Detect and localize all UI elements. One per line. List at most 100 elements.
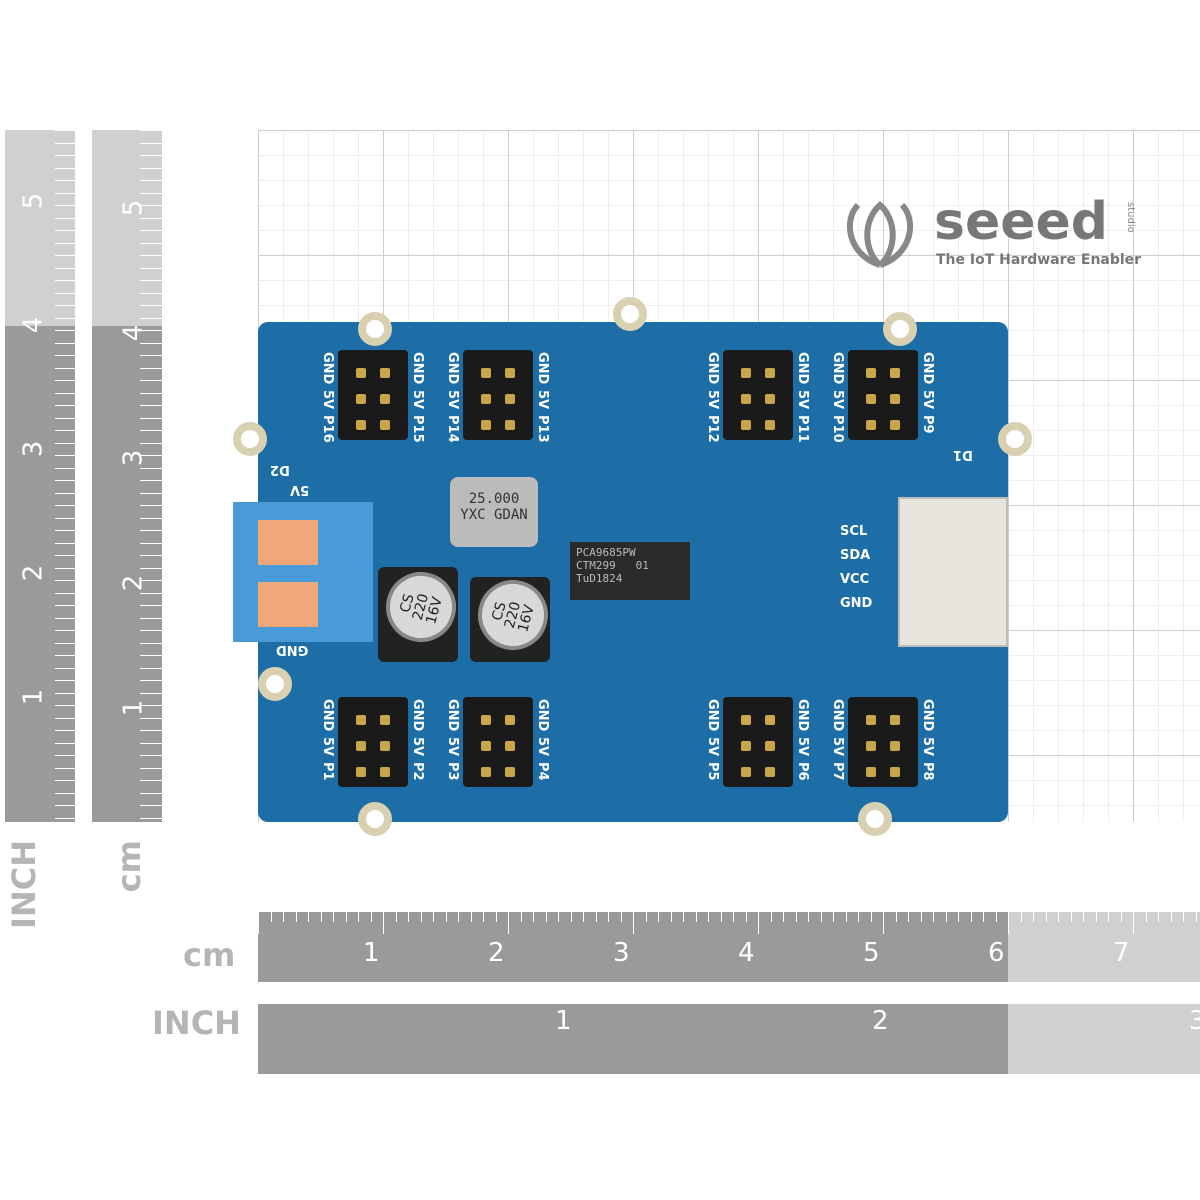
ruler-tick [633, 912, 634, 934]
pin-label: GND [410, 699, 425, 732]
ruler-tick [783, 912, 784, 922]
pin-label: 5V [410, 390, 425, 410]
grove-i2c-connector[interactable] [898, 497, 1008, 647]
grove-pin-label: VCC [840, 572, 870, 587]
header-pin [890, 767, 900, 777]
pin-label: GND [705, 352, 720, 385]
servo-header[interactable] [723, 697, 793, 787]
ruler-tick [140, 755, 162, 756]
ruler-tick [140, 455, 162, 456]
power-label-gnd: GND [276, 642, 309, 657]
ruler-tick [445, 912, 447, 922]
ruler-tick [55, 155, 75, 156]
bottom-inch-label: INCH [152, 1004, 241, 1042]
header-pin [765, 715, 775, 725]
ruler-tick [55, 742, 75, 744]
ruler-tick [55, 467, 75, 469]
ruler-tick [140, 342, 162, 344]
ruler-tick [695, 912, 697, 922]
ruler-tick [140, 642, 162, 644]
seeed-lotus-icon [847, 200, 913, 268]
mounting-hole [858, 802, 892, 836]
ruler-tick [140, 205, 162, 206]
ruler-tick [140, 667, 162, 669]
servo-header[interactable] [463, 697, 533, 787]
ruler-tick [558, 912, 559, 922]
ruler-tick [620, 912, 622, 922]
ruler-tick [495, 912, 497, 922]
ruler-tick [1045, 912, 1047, 922]
pin-label: 5V [830, 737, 845, 757]
servo-header[interactable] [338, 697, 408, 787]
header-pin [481, 767, 491, 777]
header-pin [481, 420, 491, 430]
servo-header[interactable] [848, 350, 918, 440]
ruler-tick [1133, 912, 1134, 934]
pin-label: P5 [705, 762, 720, 782]
ruler-tick [140, 767, 162, 769]
ruler-tick [320, 912, 322, 922]
ruler-tick [140, 192, 162, 194]
servo-header[interactable] [463, 350, 533, 440]
ruler-tick [720, 912, 722, 922]
ruler-tick [140, 730, 162, 731]
ruler-tick [1020, 912, 1022, 922]
ruler-tick [140, 255, 162, 256]
ruler-tick [283, 912, 284, 922]
pin-label: GND [795, 699, 810, 732]
ruler-tick [55, 492, 75, 494]
header-pin [866, 368, 876, 378]
pin-label: P16 [320, 415, 335, 444]
ruler-tick [645, 912, 647, 922]
ruler-tick [140, 780, 162, 781]
terminal-lever[interactable] [258, 582, 318, 627]
ruler-tick [583, 912, 584, 922]
header-pin [380, 394, 390, 404]
ruler-tick [55, 417, 75, 419]
ruler-tick [55, 192, 75, 194]
ruler-tick [55, 367, 75, 369]
header-pin [356, 394, 366, 404]
header-pin [741, 767, 751, 777]
ruler-tick [55, 342, 75, 344]
grove-pin-label: GND [840, 596, 873, 611]
pin-label: P3 [445, 762, 460, 782]
terminal-lever[interactable] [258, 520, 318, 565]
ruler-tick [140, 630, 162, 631]
ruler-tick [140, 655, 162, 656]
ruler-tick [140, 330, 162, 331]
pin-label: GND [535, 352, 550, 385]
ruler-tick [140, 392, 162, 394]
ruler-tick [140, 617, 162, 619]
ruler-tick [483, 912, 484, 922]
ruler-tick [55, 255, 75, 256]
header-pin [741, 368, 751, 378]
ruler-tick [140, 680, 162, 681]
ruler-tick [458, 912, 459, 922]
ruler-tick [140, 242, 162, 244]
pin-label: GND [445, 699, 460, 732]
ruler-tick [55, 330, 75, 331]
ruler-tick [140, 305, 162, 306]
servo-header[interactable] [338, 350, 408, 440]
servo-header[interactable] [723, 350, 793, 440]
ruler-tick [370, 912, 372, 922]
ruler-tick [1070, 912, 1072, 922]
mounting-hole [258, 667, 292, 701]
ruler-tick [55, 455, 75, 456]
servo-header[interactable] [848, 697, 918, 787]
ruler-tick [140, 530, 162, 531]
ruler-tick [55, 380, 75, 381]
header-pin [380, 368, 390, 378]
ruler-tick [55, 267, 75, 269]
ruler-tick [958, 912, 959, 922]
ruler-tick [140, 367, 162, 369]
ruler-tick [55, 305, 75, 306]
ruler-tick [140, 267, 162, 269]
ruler-tick [140, 480, 162, 481]
pin-label: 5V [920, 390, 935, 410]
pin-label: GND [920, 699, 935, 732]
